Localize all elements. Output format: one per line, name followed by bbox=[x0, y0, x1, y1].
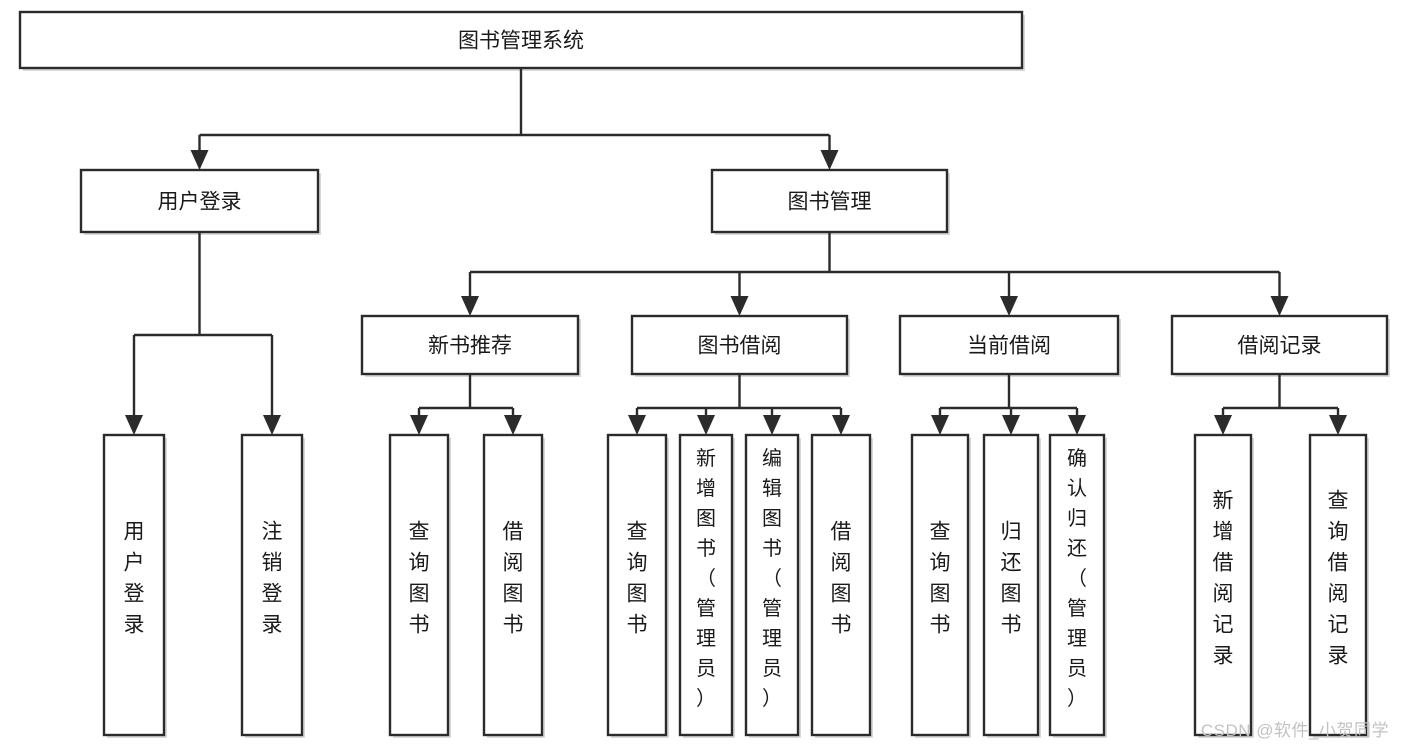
node-label: 注销登录 bbox=[262, 521, 283, 637]
box-outline bbox=[79, 168, 320, 234]
node-label: 用户登录 bbox=[158, 191, 242, 214]
node-label: 图书借阅 bbox=[698, 335, 782, 358]
box-outline bbox=[678, 433, 734, 737]
arrow-head-icon bbox=[763, 415, 781, 435]
node-label: 图书管理 bbox=[788, 191, 872, 214]
node-label: 归还图书 bbox=[1001, 521, 1022, 637]
arrow-head-icon bbox=[832, 415, 850, 435]
arrow-head-icon bbox=[1000, 296, 1018, 316]
box-outline bbox=[102, 433, 166, 737]
node-leaf-归还图书[interactable]: 归还图书 bbox=[982, 433, 1041, 738]
node-label: 查询图书 bbox=[627, 521, 648, 637]
node-label: 查询图书 bbox=[409, 521, 430, 637]
arrow-head-icon bbox=[190, 150, 209, 170]
node-label: 借阅图书 bbox=[831, 521, 852, 637]
node-level2-当前借阅[interactable]: 当前借阅 bbox=[898, 314, 1121, 377]
node-level2-借阅记录[interactable]: 借阅记录 bbox=[1170, 314, 1390, 377]
arrow-head-icon bbox=[931, 415, 949, 435]
arrow-head-icon bbox=[820, 150, 839, 170]
node-label: 新增图书（管理员） bbox=[696, 447, 716, 710]
arrow-head-icon bbox=[410, 415, 428, 435]
node-level2-新书推荐[interactable]: 新书推荐 bbox=[360, 314, 581, 377]
box-outline bbox=[388, 433, 450, 737]
watermark-label: CSDN @软件_小贺同学 bbox=[1200, 721, 1389, 740]
node-label: 新书推荐 bbox=[428, 335, 512, 358]
node-root-图书管理系统[interactable]: 图书管理系统 bbox=[18, 10, 1025, 71]
box-outline bbox=[982, 433, 1040, 737]
node-leaf-编辑图书（管理员）[interactable]: 编辑图书（管理员） bbox=[744, 433, 801, 738]
node-level1-图书管理[interactable]: 图书管理 bbox=[710, 168, 950, 235]
arrow-head-icon bbox=[504, 415, 522, 435]
box-outline bbox=[810, 433, 872, 737]
box-outline bbox=[710, 168, 949, 234]
node-leaf-查询图书[interactable]: 查询图书 bbox=[388, 433, 451, 738]
box-outline bbox=[240, 433, 304, 737]
node-leaf-新增图书（管理员）[interactable]: 新增图书（管理员） bbox=[678, 433, 735, 738]
node-leaf-用户登录[interactable]: 用户登录 bbox=[102, 433, 167, 738]
box-outline bbox=[744, 433, 800, 737]
arrow-head-icon bbox=[263, 415, 281, 435]
node-label: 确认归还（管理员） bbox=[1067, 447, 1087, 710]
arrow-head-icon bbox=[628, 415, 646, 435]
box-outline bbox=[1308, 433, 1368, 737]
arrow-head-icon bbox=[1270, 296, 1289, 316]
arrow-head-icon bbox=[125, 415, 143, 435]
node-level1-用户登录[interactable]: 用户登录 bbox=[79, 168, 321, 235]
box-outline bbox=[630, 314, 849, 376]
box-outline bbox=[898, 314, 1120, 376]
node-label: 当前借阅 bbox=[967, 335, 1051, 358]
box-outline bbox=[910, 433, 970, 737]
arrow-head-icon bbox=[730, 296, 749, 316]
box-outline bbox=[482, 433, 544, 737]
node-leaf-新增借阅记录[interactable]: 新增借阅记录 bbox=[1193, 433, 1254, 738]
box-outline bbox=[18, 10, 1024, 70]
arrow-head-icon bbox=[1068, 415, 1086, 435]
node-leaf-查询图书[interactable]: 查询图书 bbox=[606, 433, 669, 738]
node-label: 用户登录 bbox=[124, 521, 145, 637]
node-label: 借阅记录 bbox=[1238, 335, 1322, 358]
node-leaf-借阅图书[interactable]: 借阅图书 bbox=[810, 433, 873, 738]
node-label: 编辑图书（管理员） bbox=[762, 447, 782, 710]
arrow-head-icon bbox=[1002, 415, 1020, 435]
arrow-head-icon bbox=[1214, 415, 1232, 435]
node-label: 借阅图书 bbox=[503, 521, 524, 637]
box-outline bbox=[1193, 433, 1253, 737]
node-level2-图书借阅[interactable]: 图书借阅 bbox=[630, 314, 850, 377]
node-leaf-查询图书[interactable]: 查询图书 bbox=[910, 433, 971, 738]
node-leaf-注销登录[interactable]: 注销登录 bbox=[240, 433, 305, 738]
arrow-head-icon bbox=[1329, 415, 1347, 435]
box-outline bbox=[606, 433, 668, 737]
node-label: 查询借阅记录 bbox=[1328, 490, 1349, 668]
box-outline bbox=[1048, 433, 1106, 737]
node-leaf-借阅图书[interactable]: 借阅图书 bbox=[482, 433, 545, 738]
arrow-head-icon bbox=[697, 415, 715, 435]
node-label: 图书管理系统 bbox=[458, 30, 584, 53]
node-label: 查询图书 bbox=[930, 521, 951, 637]
node-label: 新增借阅记录 bbox=[1213, 490, 1234, 668]
arrow-head-icon bbox=[461, 296, 479, 316]
node-leaf-查询借阅记录[interactable]: 查询借阅记录 bbox=[1308, 433, 1369, 738]
node-leaf-确认归还（管理员）[interactable]: 确认归还（管理员） bbox=[1048, 433, 1107, 738]
